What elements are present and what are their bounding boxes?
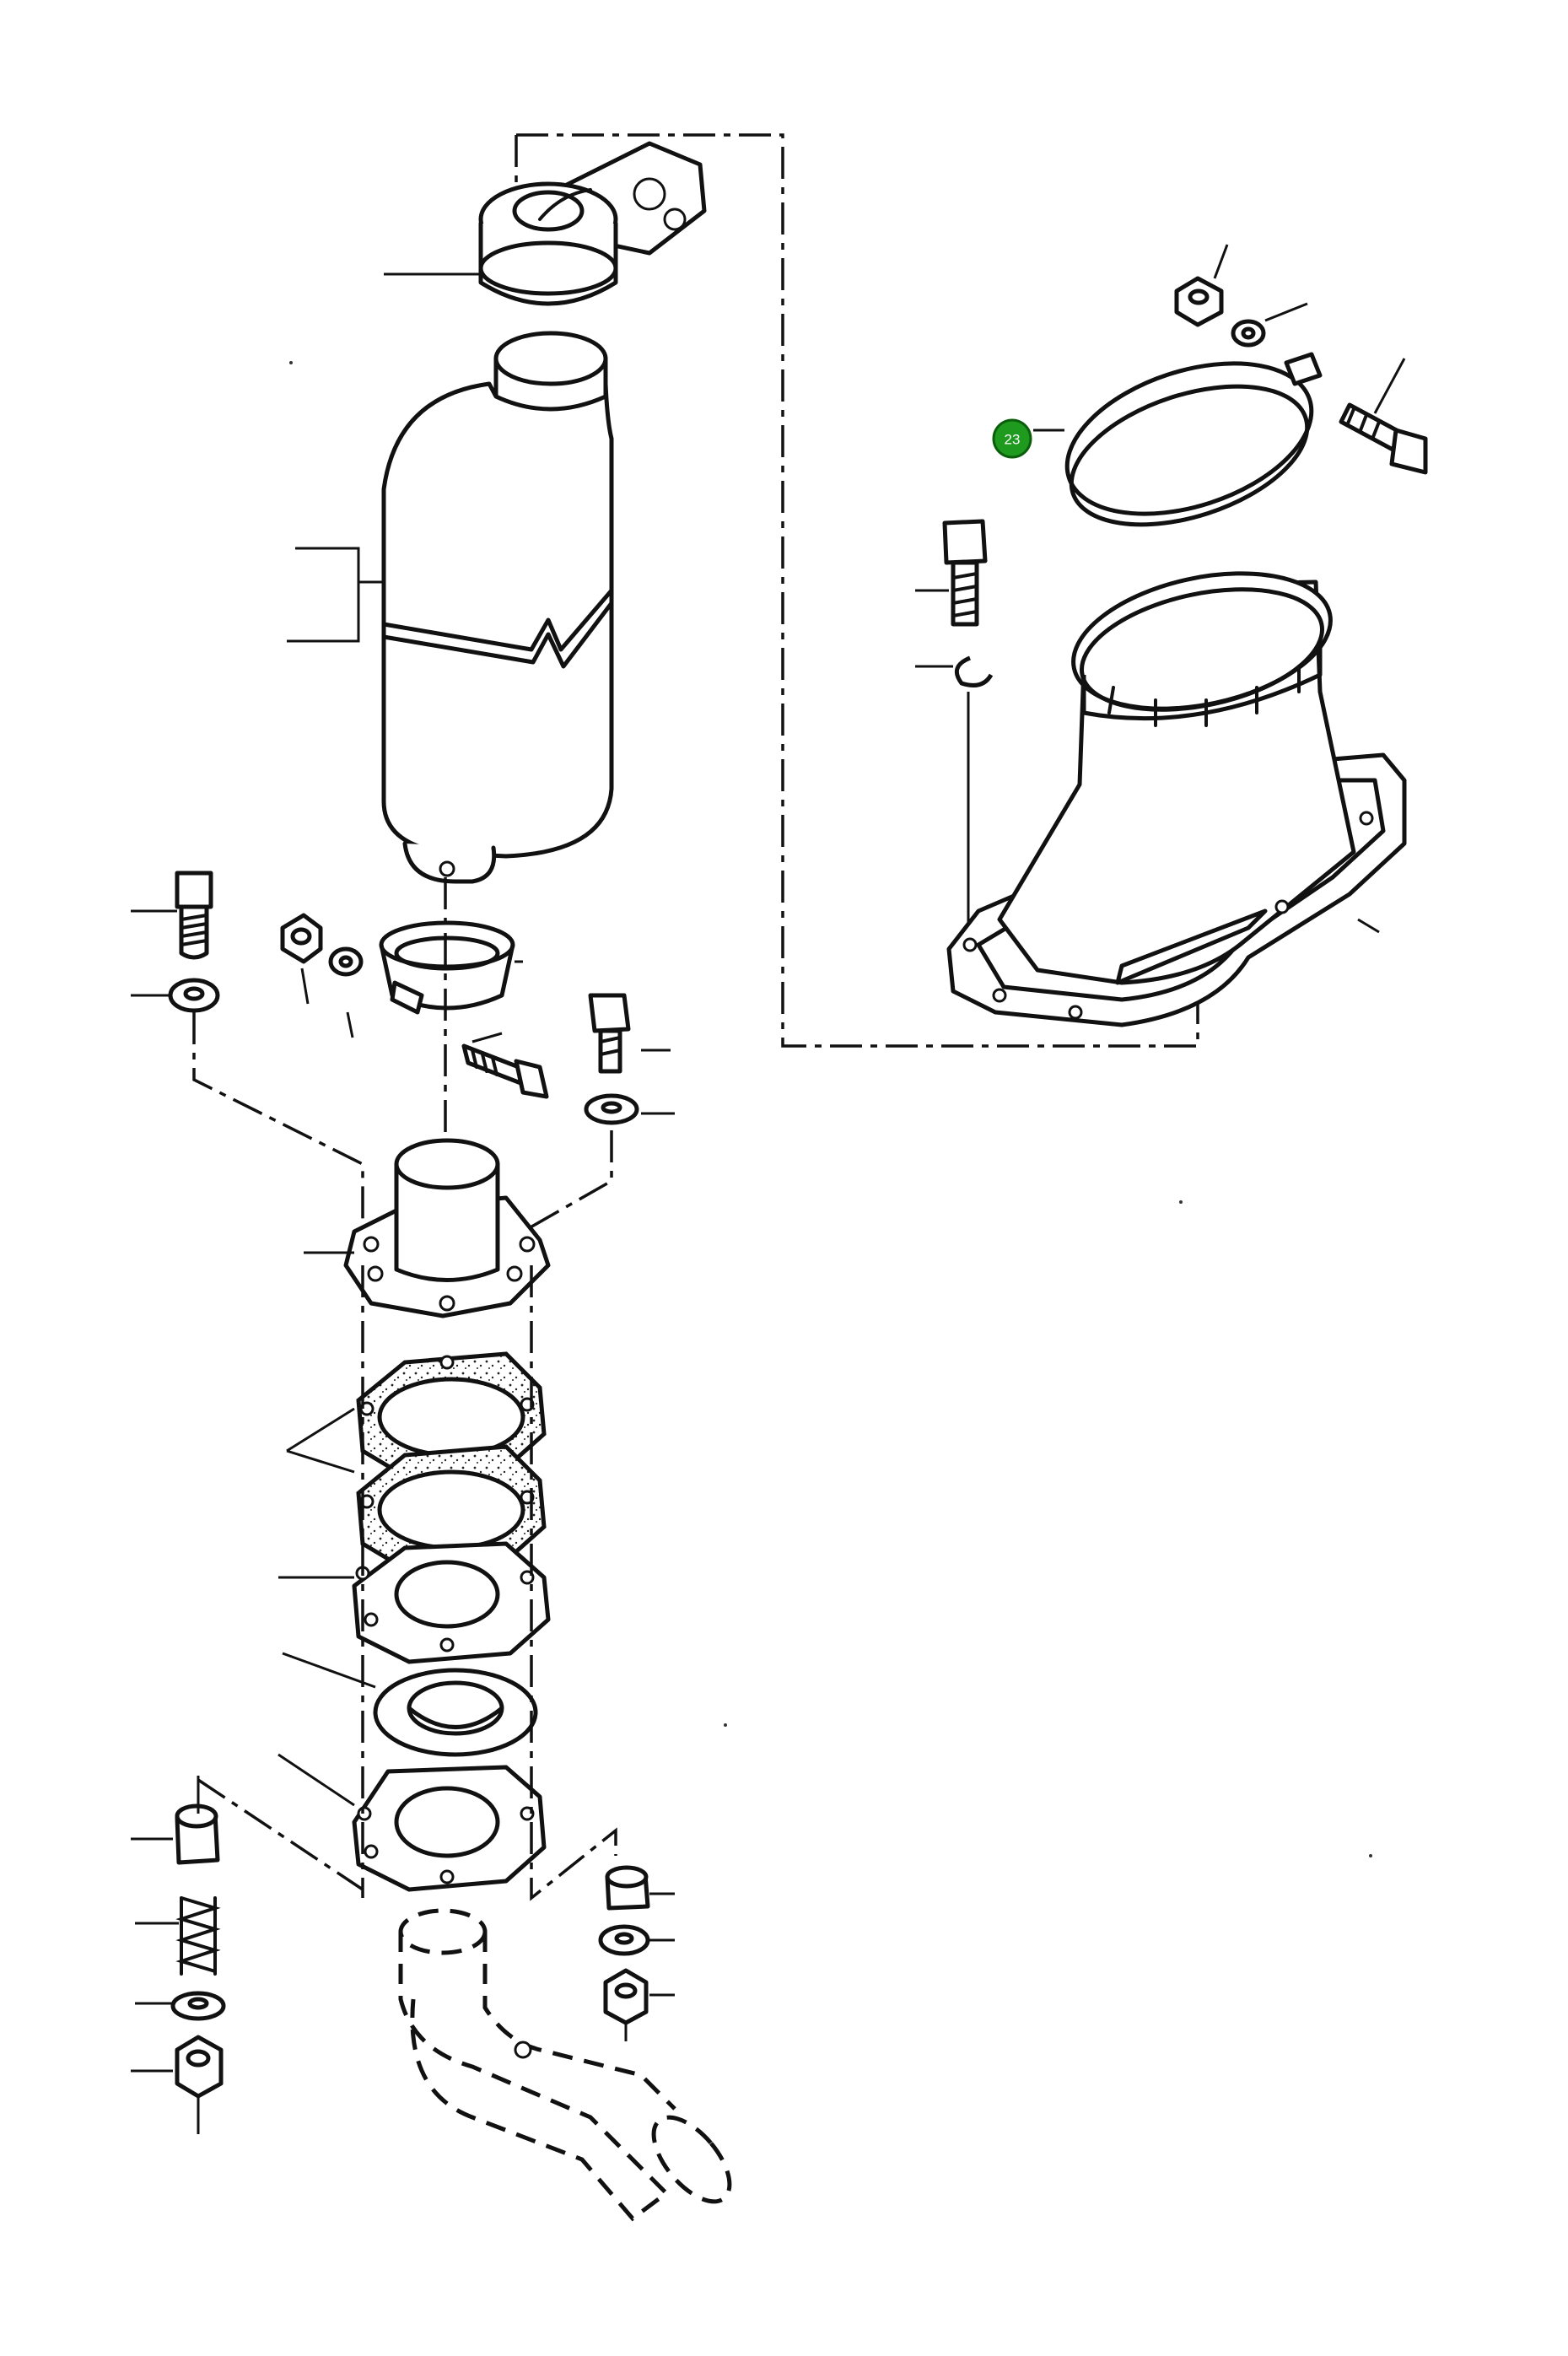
leader-bottom-flange-plate <box>277 1753 355 1807</box>
left-stack-axis <box>361 1265 533 1814</box>
bottom-left-axis <box>197 1778 364 1898</box>
upper-right-washer <box>1231 319 1266 348</box>
sealing-ring <box>373 1668 538 1757</box>
clamp-band <box>1064 352 1323 527</box>
leader-silencer-body-lower <box>287 582 360 643</box>
upper-right-nut <box>1174 276 1224 327</box>
callout-marker-23[interactable]: 23 <box>992 418 1032 459</box>
silencer-body <box>381 331 614 884</box>
leader-upper-right-nut <box>1213 244 1229 279</box>
speck <box>1369 1854 1372 1857</box>
silencer-end-cap-with-bracket <box>478 141 707 306</box>
left-bolt <box>175 871 213 960</box>
hood-bolt <box>942 519 988 627</box>
bottom-flange-plate <box>352 1765 547 1892</box>
center-clamp-bolt <box>461 1043 549 1099</box>
left-stack-washer <box>170 1991 226 2021</box>
upper-right-bolt <box>1339 402 1428 475</box>
leader-upper-right-washer <box>1264 302 1308 322</box>
speck <box>1179 1200 1183 1204</box>
right-stack-washer <box>598 1924 650 1956</box>
flanged-outlet-pipe <box>343 1138 551 1318</box>
right-bolt-axis <box>522 1130 613 1233</box>
right-stack-bushing <box>605 1865 650 1911</box>
downstream-exhaust-pipe-phantom <box>398 1908 732 2222</box>
left-washer <box>168 978 220 1013</box>
leader-conical-exhaust-hood <box>1357 918 1380 934</box>
leader-gaskets <box>286 1407 355 1474</box>
right-stack-nut <box>603 1968 649 2025</box>
conical-exhaust-hood <box>946 571 1407 1027</box>
leader-silencer-body-upper <box>295 547 384 584</box>
assembly-boundary-line <box>516 133 1199 1048</box>
right-small-bolt <box>588 993 631 1074</box>
leader-upper-right-bolt <box>1373 358 1406 414</box>
speck <box>289 361 293 364</box>
center-clamp-washer <box>328 946 364 977</box>
speck <box>724 1723 727 1727</box>
left-stack-bushing <box>175 1803 220 1865</box>
leader-clamp-bolt <box>471 1032 503 1043</box>
left-stack-nut <box>175 2035 224 2099</box>
leader-clamp-nut <box>300 968 310 1005</box>
gasket-lower <box>356 1444 547 1572</box>
leader-sealing-ring <box>282 1652 376 1689</box>
bottom-right-axis <box>530 1822 617 1901</box>
hood-washer <box>954 655 994 687</box>
leader-clamp-washer <box>346 1011 354 1038</box>
middle-flange-plate <box>352 1541 551 1664</box>
center-exhaust-clamp <box>379 920 515 1015</box>
left-bolt-axis <box>192 1012 364 1257</box>
center-clamp-nut <box>280 913 323 964</box>
left-stack-spring <box>175 1896 221 1976</box>
callout-marker-circle[interactable] <box>992 418 1032 459</box>
right-small-washer <box>584 1093 639 1125</box>
